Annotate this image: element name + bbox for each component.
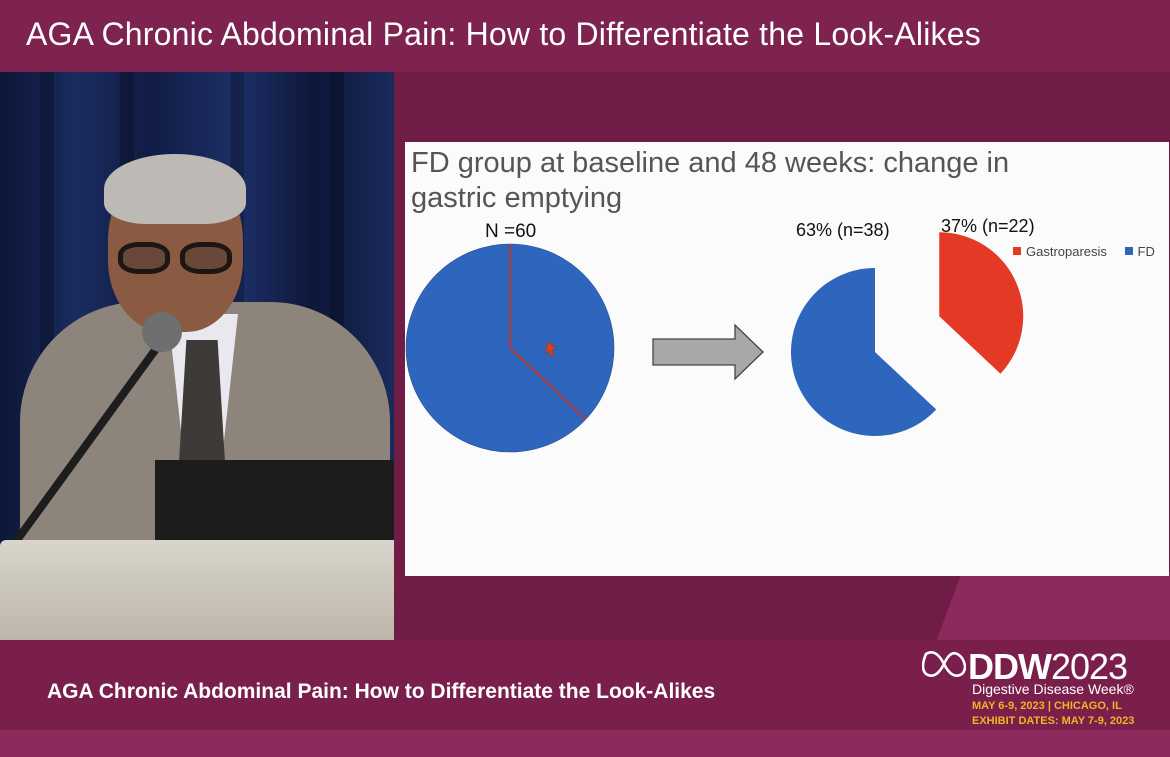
baseline-n-label: N =60 (485, 221, 537, 242)
top-title-bar: AGA Chronic Abdominal Pain: How to Diffe… (0, 0, 1170, 72)
laptop (155, 460, 394, 550)
speaker-hair (104, 154, 246, 224)
pie-charts (405, 232, 1024, 453)
followup-slice-gastroparesis (939, 232, 1024, 374)
followup-pie-chart (791, 232, 1024, 437)
gastroparesis-percent-label: 37% (n=22) (941, 216, 1035, 236)
arrow-icon (652, 323, 764, 381)
cursor-icon (544, 340, 559, 358)
presentation-slide: FD group at baseline and 48 weeks: chang… (405, 142, 1169, 576)
speaker-video (0, 72, 394, 640)
ddw-logo-text: DDW2023 (968, 646, 1128, 688)
legend-item-gastroparesis: Gastroparesis (1013, 244, 1107, 259)
session-title: AGA Chronic Abdominal Pain: How to Diffe… (26, 16, 981, 52)
legend-swatch (1124, 247, 1133, 255)
legend-item-fd: FD (1124, 243, 1155, 259)
followup-slice-fd (791, 268, 937, 437)
baseline-divider-line (509, 244, 587, 420)
logo-subtitle: Digestive Disease Week® (972, 681, 1134, 697)
slide-title: FD group at baseline and 48 weeks: chang… (411, 147, 1010, 214)
legend-label: FD (1137, 243, 1155, 259)
speaker-glasses (118, 242, 238, 276)
legend-label: Gastroparesis (1026, 243, 1107, 259)
legend-swatch (1013, 247, 1021, 255)
fd-percent-label: 63% (n=38) (796, 220, 890, 240)
ddw-logo: DDW2023 Digestive Disease Week® MAY 6-9,… (918, 640, 1166, 740)
chart-legend: Gastroparesis FD (1013, 243, 1169, 259)
logo-year: 2023 (1050, 646, 1128, 687)
footer-title: AGA Chronic Abdominal Pain: How to Diffe… (47, 680, 716, 703)
logo-brand: DDW (968, 646, 1052, 687)
podium (0, 540, 394, 640)
logo-dates: MAY 6-9, 2023 | CHICAGO, IL (972, 700, 1122, 712)
bottom-bar-stripe (0, 730, 1170, 757)
baseline-pie-chart (405, 243, 615, 453)
logo-exhibit-dates: EXHIBIT DATES: MAY 7-9, 2023 (972, 715, 1135, 727)
ddw-logo-mark-icon (922, 651, 966, 677)
